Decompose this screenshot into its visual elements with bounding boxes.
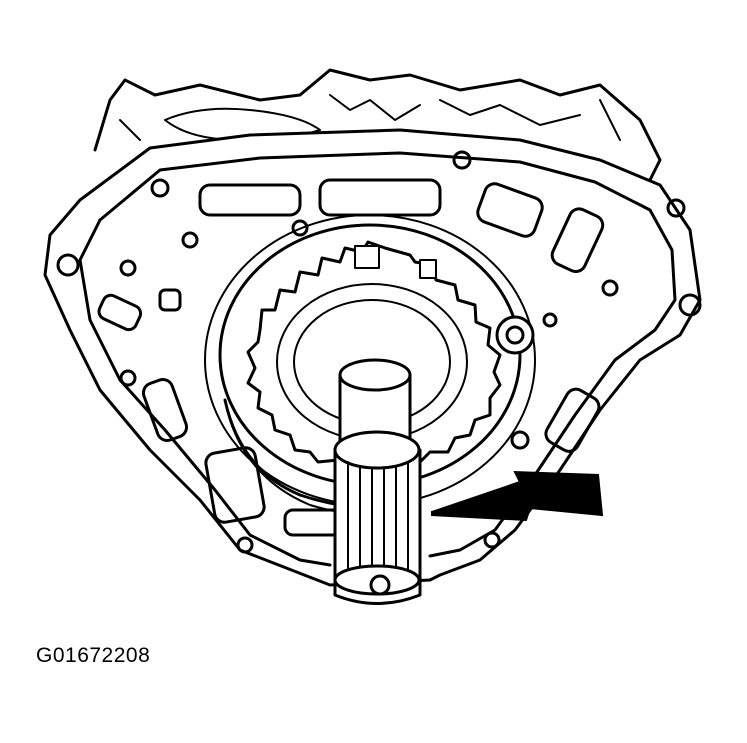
input-shaft (333, 358, 422, 605)
bolt-holes (56, 150, 702, 554)
upper-housing-outline (93, 68, 662, 182)
flange-pockets (97, 178, 605, 537)
figure-caption: G01672208 (36, 644, 151, 667)
splined-clutch-ring (246, 240, 502, 470)
pointer-arrow (431, 470, 604, 522)
bore-boss (495, 315, 535, 355)
